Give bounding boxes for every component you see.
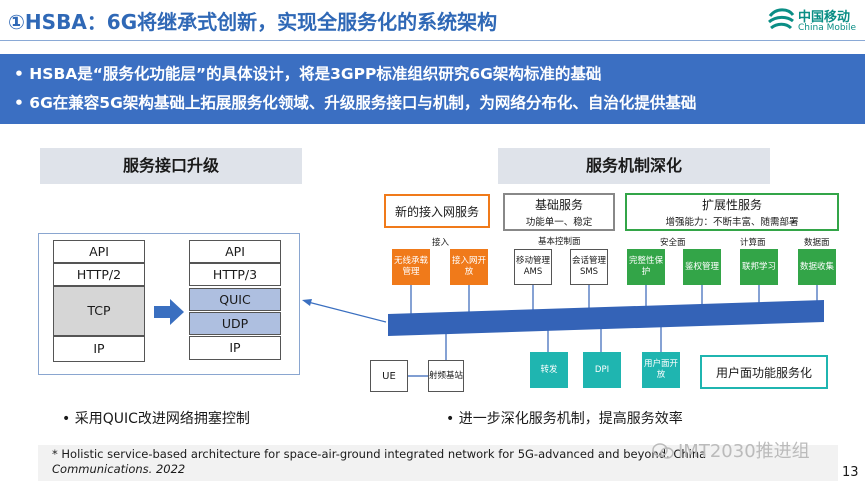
right-section-header: 服务机制深化 [498, 148, 770, 184]
bus-to-stack-arrow-icon [302, 299, 387, 323]
service-box-ams: 移动管理AMS [514, 249, 552, 285]
china-mobile-logo-icon [768, 8, 795, 30]
basic-service-subtitle: 功能单一、稳定 [525, 217, 593, 228]
basic-service-title: 基础服务 [534, 198, 583, 212]
user-plane-box-open: 用户面开放 [642, 352, 680, 388]
protocol-stack-panel: API HTTP/2 TCP IP API HTTP/3 QUIC UDP IP [38, 233, 300, 375]
footnote: * Holistic service-based architecture fo… [52, 447, 706, 477]
plane-label-compute: 计算面 [740, 238, 766, 248]
wechat-icon [652, 443, 674, 459]
summary-banner: • HSBA是“服务化功能层”的具体设计，将是3GPP标准组织研究6G架构标准的… [0, 54, 865, 124]
user-plane-box-forward: 转发 [530, 352, 568, 388]
slide-title: ①HSBA：6G将继承式创新，实现全服务化的系统架构 [8, 10, 498, 34]
service-box-federated: 联邦学习 [740, 249, 778, 285]
user-plane-service-label: 用户面功能服务化 [700, 355, 828, 389]
plane-label-basic-control: 基本控制面 [538, 237, 581, 247]
new-stack-ip: IP [189, 336, 281, 360]
logo-cn: 中国移动 [798, 10, 851, 25]
right-bullet: • 进一步深化服务机制，提高服务效率 [446, 411, 683, 427]
ue-box: UE [370, 360, 408, 392]
rf-base-station-box: 射频基站 [428, 360, 464, 392]
new-stack-api: API [189, 240, 281, 263]
user-plane-box-dpi: DPI [583, 352, 621, 388]
service-box-access-open: 接入网开放 [450, 249, 488, 285]
footnote-line-2: Communications. 2022 [52, 462, 186, 476]
footnote-line-1: * Holistic service-based architecture fo… [52, 447, 707, 461]
china-mobile-logo: 中国移动 China Mobile [766, 4, 862, 38]
old-stack-ip: IP [53, 336, 145, 362]
watermark: IMT2030推进组 [652, 437, 810, 463]
extended-service-subtitle: 增强能力：不断丰富、随需部署 [665, 217, 799, 228]
extended-service-title: 扩展性服务 [701, 198, 762, 212]
new-stack-quic: QUIC [189, 288, 281, 311]
title-rule [0, 40, 865, 41]
service-box-sms: 会话管理SMS [570, 249, 608, 285]
service-box-auth: 鉴权管理 [683, 249, 721, 285]
plane-label-access: 接入 [432, 238, 450, 248]
plane-label-data: 数据面 [804, 238, 830, 248]
new-stack-http3: HTTP/3 [189, 263, 281, 286]
service-box-radio-bearer: 无线承载管理 [392, 249, 430, 285]
left-bullet: • 采用QUIC改进网络拥塞控制 [62, 411, 250, 427]
old-stack-tcp: TCP [53, 286, 145, 336]
plane-label-security: 安全面 [660, 238, 686, 248]
watermark-text: IMT2030推进组 [678, 441, 810, 462]
page-number: 13 [842, 465, 859, 480]
new-access-service-box: 新的接入网服务 [384, 194, 490, 228]
banner-line-2: • 6G在兼容5G架构基础上拓展服务化领域、升级服务接口与机制，为网络分布化、自… [14, 94, 697, 112]
logo-en: China Mobile [798, 23, 857, 33]
basic-service-box: 基础服务 功能单一、稳定 [503, 193, 615, 231]
new-stack-udp: UDP [189, 312, 281, 335]
upgrade-arrow-icon [154, 299, 184, 325]
footnote-background [38, 445, 838, 481]
service-box-integrity: 完整性保护 [627, 249, 665, 285]
service-box-data-collect: 数据收集 [798, 249, 836, 285]
banner-line-1: • HSBA是“服务化功能层”的具体设计，将是3GPP标准组织研究6G架构标准的… [14, 65, 602, 83]
old-stack-api: API [53, 240, 145, 263]
extended-service-box: 扩展性服务 增强能力：不断丰富、随需部署 [625, 193, 839, 231]
old-stack-http2: HTTP/2 [53, 263, 145, 286]
left-section-header: 服务接口升级 [40, 148, 302, 184]
